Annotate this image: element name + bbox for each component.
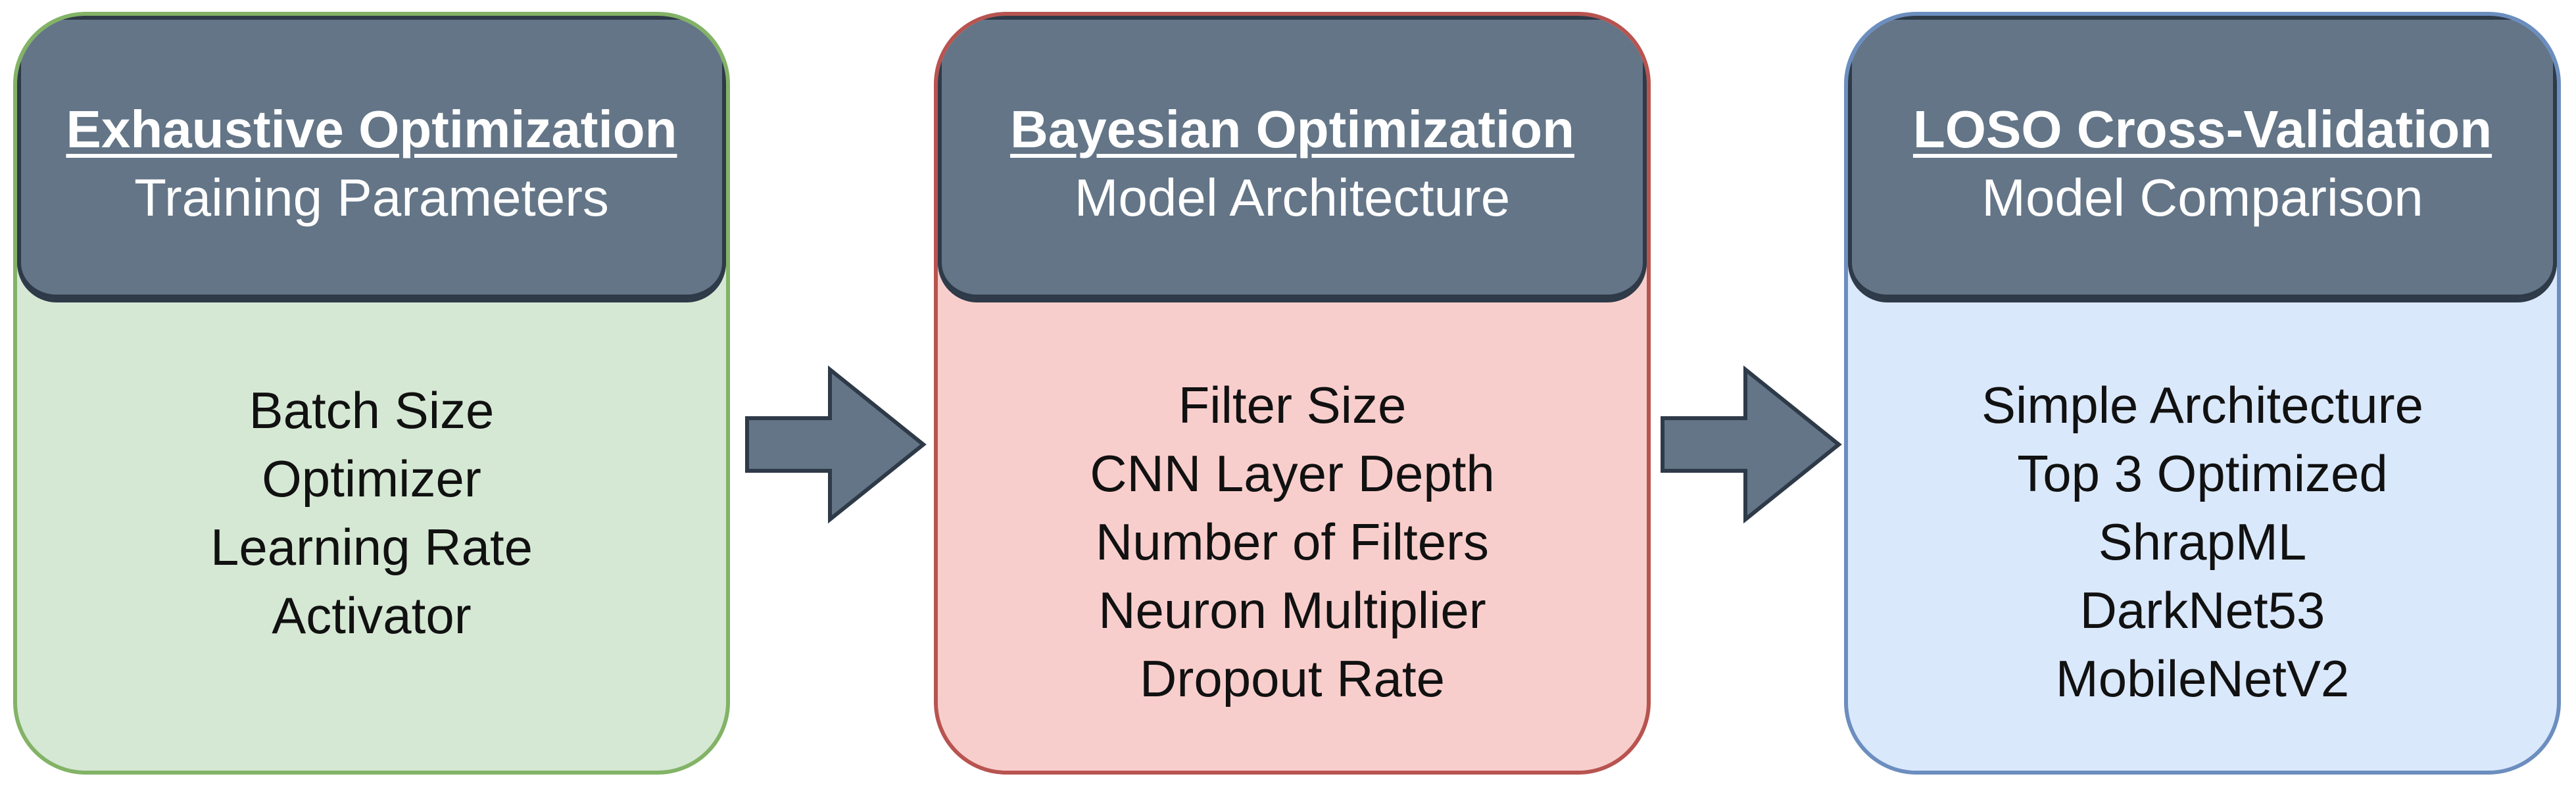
stage-header: Exhaustive Optimization Training Paramet…	[17, 16, 726, 302]
stage-title: LOSO Cross-Validation	[1912, 100, 2492, 158]
stage-item: CNN Layer Depth	[1090, 444, 1495, 502]
stage-item: Dropout Rate	[1140, 650, 1445, 707]
stage-item: Top 3 Optimized	[2017, 444, 2388, 502]
stage-card-loso-cross-validation: LOSO Cross-Validation Model Comparison S…	[1844, 12, 2561, 775]
flow-arrow-icon	[1661, 366, 1842, 523]
stage-card-bayesian-optimization: Bayesian Optimization Model Architecture…	[934, 12, 1651, 775]
stage-item: Number of Filters	[1095, 513, 1490, 571]
stage-item: Filter Size	[1178, 376, 1407, 434]
flow-arrow-icon	[745, 366, 927, 523]
stage-header: LOSO Cross-Validation Model Comparison	[1848, 16, 2557, 302]
stage-item: Optimizer	[262, 450, 481, 508]
stage-item-list: Batch Size Optimizer Learning Rate Activ…	[17, 376, 726, 650]
stage-item-list: Simple Architecture Top 3 Optimized Shra…	[1848, 371, 2557, 713]
stage-item: MobileNetV2	[2055, 650, 2350, 707]
stage-item: ShrapML	[2098, 513, 2307, 571]
stage-item: Neuron Multiplier	[1098, 581, 1486, 639]
stage-subtitle: Model Architecture	[1074, 168, 1511, 227]
stage-title: Bayesian Optimization	[1010, 100, 1574, 158]
stage-subtitle: Training Parameters	[134, 168, 609, 227]
stage-item: Simple Architecture	[1981, 376, 2423, 434]
stage-title: Exhaustive Optimization	[66, 100, 677, 158]
stage-item: Batch Size	[249, 381, 495, 439]
stage-item: DarkNet53	[2079, 581, 2325, 639]
stage-subtitle: Model Comparison	[1981, 168, 2423, 227]
stage-item: Activator	[272, 587, 472, 644]
stage-card-exhaustive-optimization: Exhaustive Optimization Training Paramet…	[13, 12, 730, 775]
stage-item-list: Filter Size CNN Layer Depth Number of Fi…	[938, 371, 1647, 713]
stage-header: Bayesian Optimization Model Architecture	[938, 16, 1647, 302]
stage-item: Learning Rate	[210, 518, 533, 576]
